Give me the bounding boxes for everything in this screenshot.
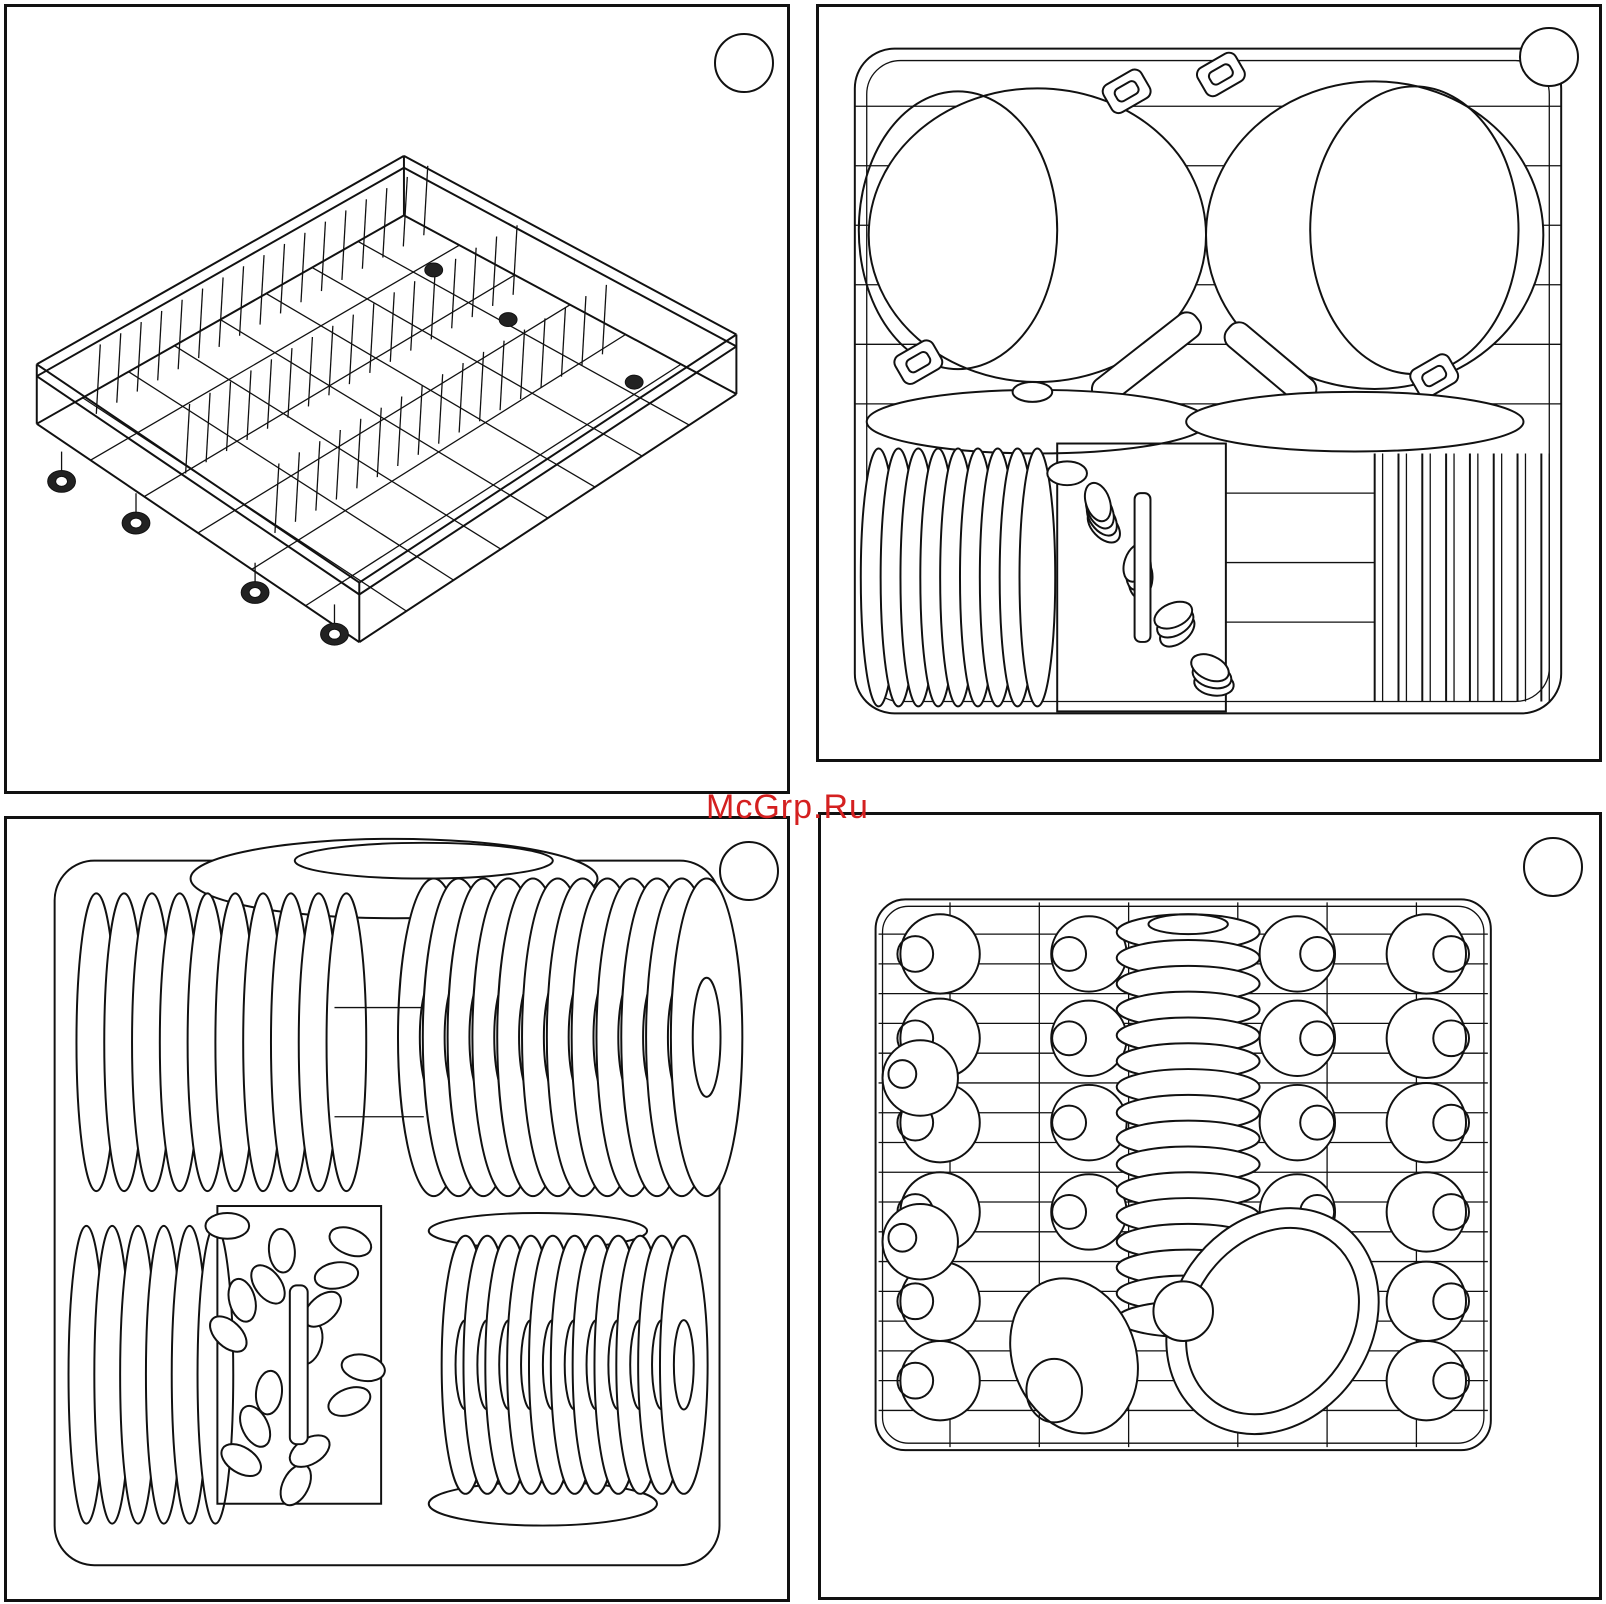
panel-cups-top-view bbox=[818, 812, 1602, 1600]
panel-pots-and-plates bbox=[816, 4, 1602, 762]
pots-loaded-rack-icon bbox=[819, 7, 1599, 759]
step-number-circle bbox=[1523, 837, 1583, 897]
step-number-circle bbox=[719, 841, 779, 901]
watermark-text: McGrp.Ru bbox=[706, 788, 869, 827]
dishwasher-basket-icon bbox=[7, 7, 787, 791]
step-number-circle bbox=[714, 33, 774, 93]
step-number-circle bbox=[1519, 27, 1579, 87]
plates-loaded-rack-icon bbox=[7, 819, 787, 1599]
panel-plates-loaded bbox=[4, 816, 790, 1602]
cups-top-view-icon bbox=[821, 815, 1599, 1597]
panel-empty-rack bbox=[4, 4, 790, 794]
